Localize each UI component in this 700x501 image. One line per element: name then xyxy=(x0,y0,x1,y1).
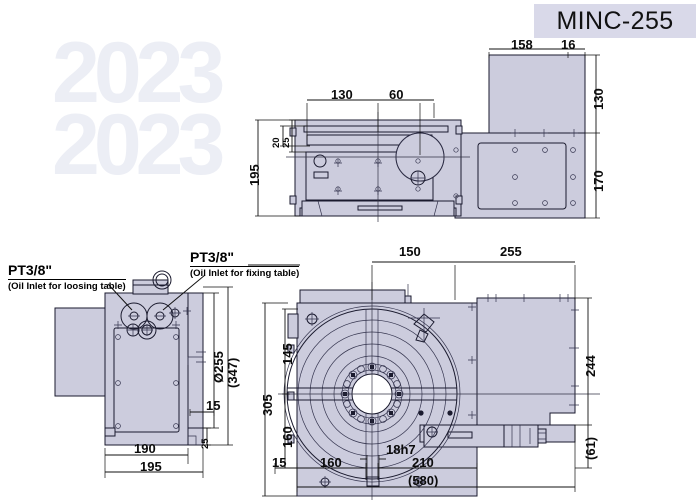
callout-pt-loosing: PT3/8" (Oil Inlet for loosing table) xyxy=(8,262,126,292)
dim-side-195: 195 xyxy=(140,459,162,474)
side-view-dimensions xyxy=(104,274,233,478)
dim-front-15: 15 xyxy=(272,455,287,470)
dim-top-16: 16 xyxy=(561,37,576,52)
dim-front-580: (580) xyxy=(408,473,439,488)
callout-pt-loosing-note: (Oil Inlet for loosing table) xyxy=(8,281,126,292)
dim-top-158: 158 xyxy=(511,37,533,52)
dim-front-145: 145 xyxy=(280,343,295,365)
dim-front-160l: 160 xyxy=(280,426,295,448)
dim-front-150: 150 xyxy=(399,244,421,259)
top-view-geometry xyxy=(286,54,586,222)
dim-top-60: 60 xyxy=(389,87,404,102)
dim-side-190: 190 xyxy=(134,441,156,456)
dim-side-15: 15 xyxy=(206,398,221,413)
dim-side-d255: Ø255 xyxy=(211,351,226,383)
top-view-dimensions xyxy=(255,48,600,219)
dim-front-160b: 160 xyxy=(320,455,342,470)
dim-front-305: 305 xyxy=(260,394,275,416)
dim-top-25: 25 xyxy=(281,137,292,148)
dim-top-130h: 130 xyxy=(331,87,353,102)
dim-side-25: 25 xyxy=(200,438,211,449)
callout-pt-loosing-label: PT3/8" xyxy=(8,262,126,280)
callout-pt-fixing: PT3/8" (Oil Inlet for fixing table) xyxy=(190,249,300,279)
dim-top-170: 170 xyxy=(591,170,606,192)
dim-front-255: 255 xyxy=(500,244,522,259)
callout-pt-fixing-note: (Oil Inlet for fixing table) xyxy=(190,268,300,279)
dim-front-244: 244 xyxy=(583,355,598,377)
dim-front-210: 210 xyxy=(412,455,434,470)
dim-top-195: 195 xyxy=(247,164,262,186)
title-plate: MINC-255 xyxy=(534,4,696,38)
model-title: MINC-255 xyxy=(556,6,674,35)
dim-front-61: (61) xyxy=(583,436,598,460)
dim-top-130v: 130 xyxy=(591,88,606,110)
front-view-dimensions xyxy=(248,261,592,497)
side-view-geometry xyxy=(54,270,206,446)
dim-front-18h7: 18h7 xyxy=(386,442,416,457)
front-view-geometry xyxy=(278,282,600,500)
callout-pt-fixing-label: PT3/8" xyxy=(190,249,300,267)
dim-side-347: (347) xyxy=(225,357,240,388)
